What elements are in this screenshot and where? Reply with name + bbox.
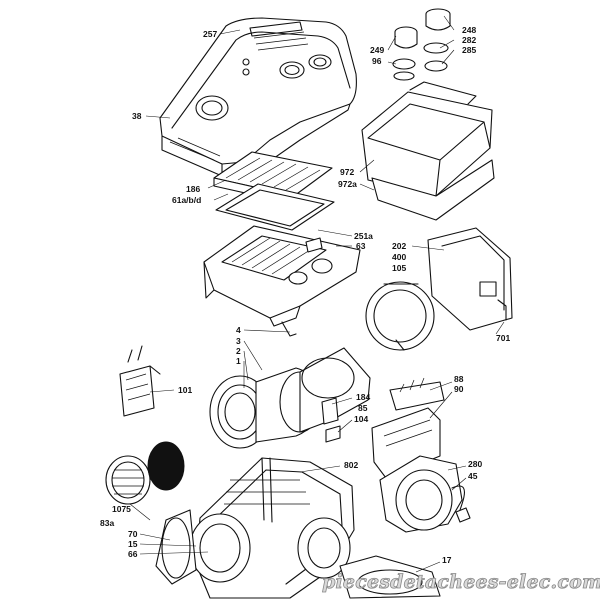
label-85: 85	[358, 403, 368, 413]
label-400: 400	[392, 252, 406, 262]
top-cover	[159, 17, 357, 177]
label-4: 4	[236, 325, 241, 335]
label-248: 248	[462, 25, 476, 35]
label-61abd: 61a/b/d	[172, 195, 201, 205]
label-96: 96	[372, 56, 382, 66]
label-66: 66	[128, 549, 138, 559]
label-186: 186	[186, 184, 200, 194]
hose-socket	[365, 227, 513, 351]
label-280: 280	[468, 459, 482, 469]
label-1075: 1075	[112, 504, 131, 514]
leader-lines	[129, 15, 505, 573]
watermark-text: piecesdetachees-elec.com	[322, 571, 600, 593]
label-105: 105	[392, 263, 406, 273]
label-184: 184	[356, 392, 370, 402]
filter-housing	[203, 225, 361, 337]
label-972: 972	[340, 167, 354, 177]
label-104: 104	[354, 414, 368, 424]
label-101: 101	[178, 385, 192, 395]
label-63: 63	[356, 241, 366, 251]
bracket-101	[119, 345, 161, 417]
base-chassis	[155, 457, 441, 599]
label-257: 257	[203, 29, 217, 39]
label-202: 202	[392, 241, 406, 251]
label-1: 1	[236, 356, 241, 366]
label-972a: 972a	[338, 179, 357, 189]
label-38: 38	[132, 111, 142, 121]
label-251a: 251a	[354, 231, 373, 241]
label-282: 282	[462, 35, 476, 45]
motor-assembly	[209, 347, 371, 449]
dust-container	[361, 81, 495, 221]
label-45: 45	[468, 471, 478, 481]
clips	[321, 397, 341, 443]
label-83a: 83a	[100, 518, 114, 528]
label-802: 802	[344, 460, 358, 470]
label-3: 3	[236, 336, 241, 346]
label-88: 88	[454, 374, 464, 384]
label-249: 249	[370, 45, 384, 55]
label-17: 17	[442, 555, 452, 565]
label-15: 15	[128, 539, 138, 549]
filter-pad	[105, 441, 185, 505]
label-90: 90	[454, 384, 464, 394]
label-285: 285	[462, 45, 476, 55]
caps-group	[392, 8, 451, 81]
motor-unit	[379, 455, 471, 533]
filter-assembly	[213, 151, 335, 231]
part-labels: 257 38 186 61a/b/d 248 282 285 249 96 97…	[100, 25, 510, 565]
label-701: 701	[496, 333, 510, 343]
label-2: 2	[236, 346, 241, 356]
label-70: 70	[128, 529, 138, 539]
